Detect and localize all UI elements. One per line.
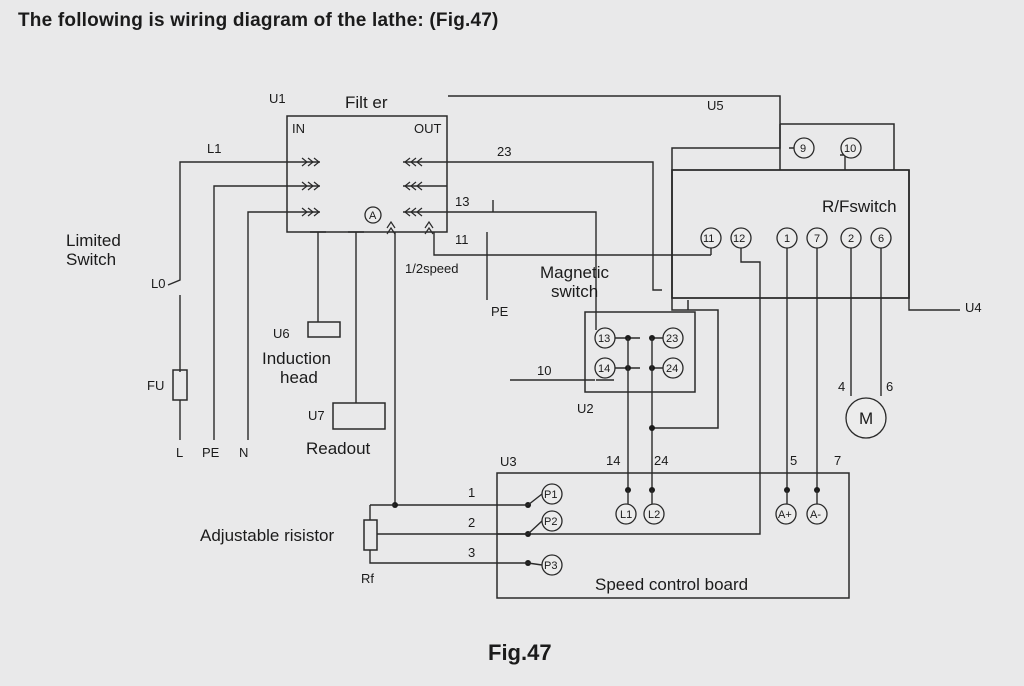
u3-label: U3 (500, 454, 517, 469)
wire-14-label: 14 (606, 453, 620, 468)
figure-caption: Fig.47 (488, 640, 552, 665)
u5-label: U5 (707, 98, 724, 113)
diagram-heading: The following is wiring diagram of the l… (18, 10, 499, 31)
u7-label: U7 (308, 408, 325, 423)
terminal-10 (840, 137, 862, 159)
svg-text:1: 1 (784, 233, 790, 245)
terminal-l1 (615, 503, 637, 525)
wire-23-label: 23 (497, 144, 511, 159)
svg-text:13: 13 (598, 333, 610, 345)
pe-label: PE (202, 445, 220, 460)
motor-icon (845, 397, 887, 439)
filter-out-label: OUT (414, 121, 442, 136)
magnetic-switch-box (584, 311, 696, 393)
l-label: L (176, 445, 183, 460)
adjustable-resistor-label: Adjustable risistor (200, 526, 335, 545)
svg-text:14: 14 (598, 363, 610, 375)
wire-6-label: 6 (886, 379, 893, 394)
filter-label: Filt er (345, 93, 388, 112)
fu-label: FU (147, 378, 164, 393)
svg-text:6: 6 (878, 233, 884, 245)
pe-output-label: PE (491, 304, 509, 319)
limited-switch-label-2: Switch (66, 250, 116, 269)
u6-label: U6 (273, 326, 290, 341)
terminal-9-label: 9 (800, 143, 806, 155)
induction-head-box (307, 321, 341, 338)
wire-2-label: 2 (468, 515, 475, 530)
svg-text:A+: A+ (778, 509, 792, 521)
svg-text:P2: P2 (544, 516, 557, 528)
terminal-10-label: 10 (844, 143, 856, 155)
wire-1-label: 1 (468, 485, 475, 500)
filter-chevrons (301, 157, 434, 235)
wire-3-label: 3 (468, 545, 475, 560)
u4-label: U4 (965, 300, 982, 315)
svg-text:11: 11 (703, 233, 714, 245)
wire-11-label: 11 (455, 232, 469, 247)
induction-label-1: Induction (262, 349, 331, 368)
u1-label: U1 (269, 91, 286, 106)
adjustable-resistor-icon (363, 519, 378, 551)
ammeter-label: A (369, 210, 377, 222)
rf-switch-label: R/Fswitch (822, 197, 897, 216)
speed-control-board (496, 472, 850, 599)
svg-text:A-: A- (810, 509, 821, 521)
svg-text:23: 23 (666, 333, 678, 345)
ammeter-icon (364, 206, 382, 224)
wire-4-label: 4 (838, 379, 845, 394)
wire-5-label: 5 (790, 453, 797, 468)
svg-text:P3: P3 (544, 560, 557, 572)
filter-box (286, 115, 448, 233)
svg-text:L1: L1 (620, 509, 632, 521)
speed-board-label: Speed control board (595, 575, 748, 594)
filter-in-label: IN (292, 121, 305, 136)
u2-label: U2 (577, 401, 594, 416)
wire-7-label: 7 (834, 453, 841, 468)
readout-box (332, 402, 386, 430)
induction-label-2: head (280, 368, 318, 387)
magnetic-label-2: switch (551, 282, 598, 301)
terminal-a-plus (775, 503, 797, 525)
motor-label: M (859, 409, 873, 428)
l1-label: L1 (207, 141, 221, 156)
svg-text:24: 24 (666, 363, 678, 375)
svg-text:7: 7 (814, 233, 820, 245)
l0-label: L0 (151, 276, 165, 291)
wire-10-label: 10 (537, 363, 551, 378)
magnetic-label-1: Magnetic (540, 263, 609, 282)
limited-switch-label-1: Limited (66, 231, 121, 250)
rf-label: Rf (361, 571, 374, 586)
svg-text:P1: P1 (544, 489, 557, 501)
svg-text:2: 2 (848, 233, 854, 245)
terminal-9 (793, 137, 815, 159)
fuse-icon (172, 369, 188, 401)
rf-terminal-row: 11 12 1 7 2 6 (700, 227, 892, 249)
rf-top-block (779, 123, 895, 170)
wire-13-label: 13 (455, 194, 469, 209)
svg-text:L2: L2 (648, 509, 660, 521)
n-label: N (239, 445, 248, 460)
svg-text:12: 12 (733, 233, 745, 245)
terminal-l2 (643, 503, 665, 525)
wire-24-label: 24 (654, 453, 668, 468)
readout-label: Readout (306, 439, 371, 458)
speed-label: 1/2speed (405, 261, 459, 276)
